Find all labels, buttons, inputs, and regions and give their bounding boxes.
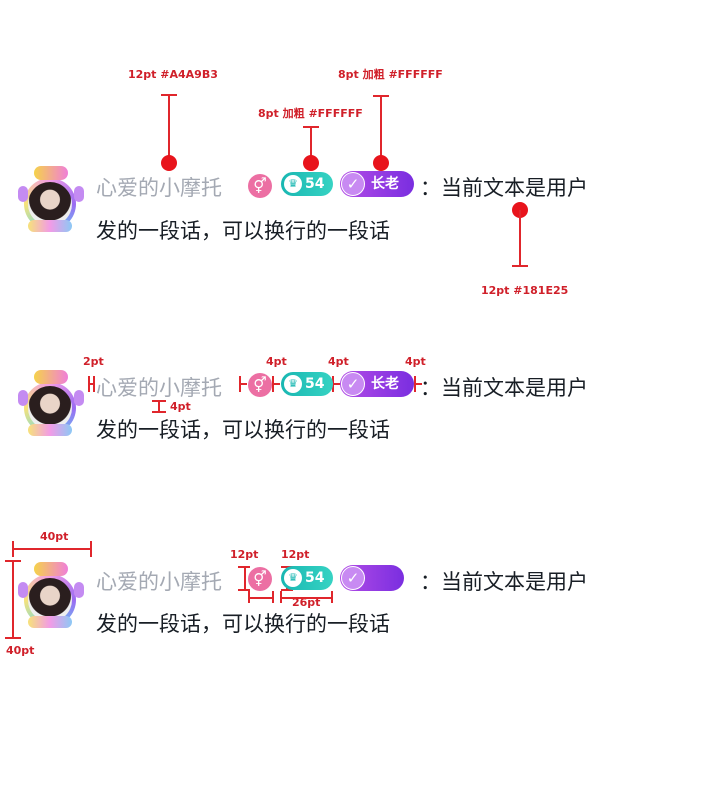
check-icon: ✓	[341, 372, 365, 396]
annotation-level-width: 26pt	[292, 596, 321, 609]
crown-icon: ♛	[284, 375, 302, 393]
avatar-frame-banner	[34, 562, 68, 576]
gender-female-icon: ⚥	[248, 567, 272, 591]
level-number: 54	[305, 176, 325, 192]
level-badge[interactable]: ♛ 54	[281, 566, 333, 590]
crown-icon: ♛	[284, 175, 302, 193]
elder-badge[interactable]: ✓ 长老	[340, 371, 414, 397]
annotation-dot	[373, 155, 389, 171]
avatar-photo	[28, 182, 72, 226]
nickname[interactable]: 心爱的小摩托	[96, 570, 222, 594]
elder-label: 长老	[371, 376, 399, 392]
level-badge[interactable]: ♛ 54	[281, 172, 333, 196]
nickname[interactable]: 心爱的小摩托	[96, 376, 222, 400]
annotation-gender-size: 12pt	[230, 548, 259, 561]
message-line2: 发的一段话，可以换行的一段话	[96, 418, 390, 442]
message-line1: ：当前文本是用户	[420, 570, 588, 594]
annotation-tick	[512, 265, 528, 267]
level-number: 54	[305, 376, 325, 392]
elder-badge-empty[interactable]: ✓	[340, 565, 404, 591]
annotation-level-height: 12pt	[281, 548, 310, 561]
check-icon: ✓	[341, 172, 365, 196]
message-line2: 发的一段话，可以换行的一段话	[96, 219, 390, 243]
annotation-dot	[161, 155, 177, 171]
annotation-line-gap: 4pt	[170, 400, 191, 413]
annotation-level-spec: 8pt 加粗 #FFFFFF	[258, 107, 363, 120]
avatar[interactable]	[16, 370, 86, 440]
annotation-avatar-width: 40pt	[40, 530, 69, 543]
elder-badge[interactable]: ✓ 长老	[340, 171, 414, 197]
annotation-leader	[380, 95, 382, 160]
annotation-leader	[310, 126, 312, 160]
annotation-gap-4pt: 4pt	[328, 355, 349, 368]
check-icon: ✓	[341, 566, 365, 590]
gender-female-icon: ⚥	[248, 373, 272, 397]
annotation-dot	[303, 155, 319, 171]
avatar-photo	[28, 578, 72, 622]
level-number: 54	[305, 570, 325, 586]
message-line2: 发的一段话，可以换行的一段话	[96, 612, 390, 636]
annotation-message-spec: 12pt #181E25	[481, 284, 569, 297]
annotation-elder-spec: 8pt 加粗 #FFFFFF	[338, 68, 443, 81]
annotation-leader	[168, 94, 170, 162]
avatar[interactable]	[16, 166, 86, 236]
message-line1: ：当前文本是用户	[420, 176, 588, 200]
avatar[interactable]	[16, 562, 86, 632]
avatar-photo	[28, 386, 72, 430]
annotation-gap-4pt: 4pt	[266, 355, 287, 368]
crown-icon: ♛	[284, 569, 302, 587]
elder-label: 长老	[371, 176, 399, 192]
annotation-leader	[519, 210, 521, 266]
annotation-gap-4pt: 4pt	[405, 355, 426, 368]
annotation-avatar-height: 40pt	[6, 644, 35, 657]
annotation-nick-spec: 12pt #A4A9B3	[128, 68, 218, 81]
avatar-frame-banner	[34, 166, 68, 180]
avatar-frame-banner	[34, 370, 68, 384]
gender-female-icon: ⚥	[248, 174, 272, 198]
level-badge[interactable]: ♛ 54	[281, 372, 333, 396]
nickname[interactable]: 心爱的小摩托	[96, 176, 222, 200]
message-line1: ：当前文本是用户	[420, 376, 588, 400]
annotation-gap-2pt: 2pt	[83, 355, 104, 368]
